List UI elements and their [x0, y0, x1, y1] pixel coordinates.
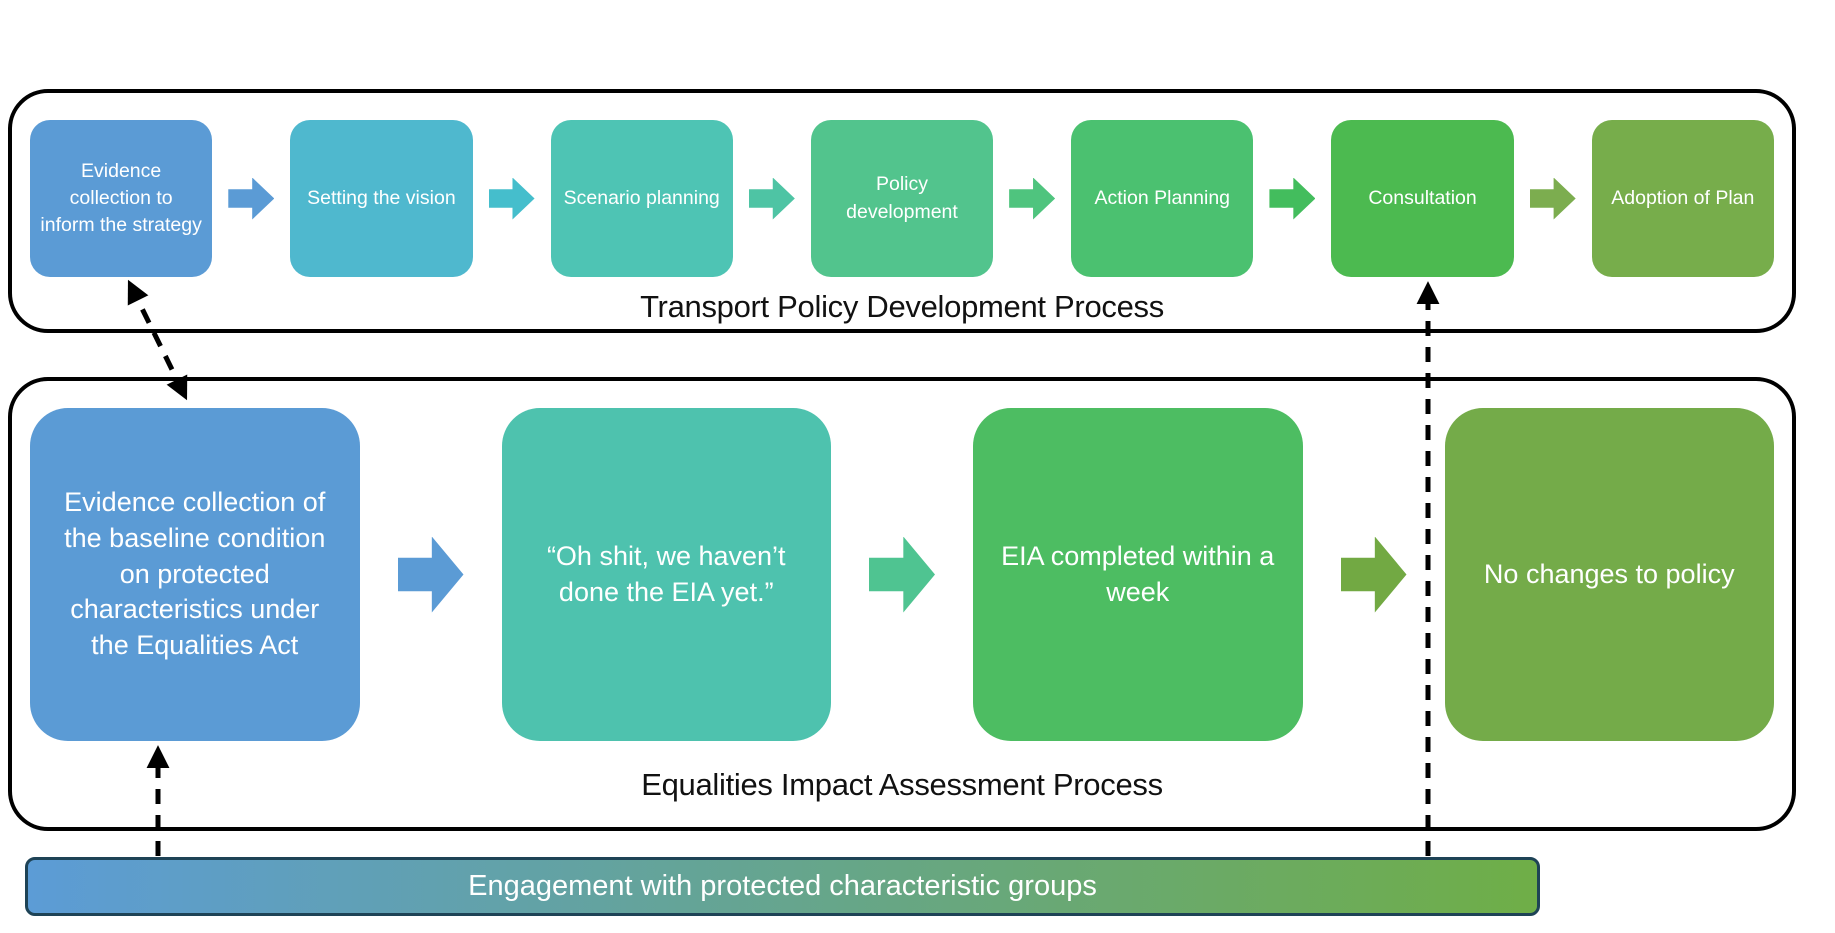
step-setting-vision: Setting the vision — [290, 120, 473, 277]
arrow-right-icon — [228, 177, 275, 220]
eia-process-title: Equalities Impact Assessment Process — [641, 767, 1163, 802]
step-scenario-planning: Scenario planning — [550, 120, 733, 277]
arrow-right-icon — [1269, 177, 1316, 220]
transport-process-steps: Evidence collection to inform the strate… — [30, 120, 1774, 277]
step-action-planning: Action Planning — [1071, 120, 1254, 277]
engagement-bar: Engagement with protected characteristic… — [25, 857, 1540, 916]
arrow-right-icon — [1340, 536, 1407, 613]
step-oh-shit-quote: “Oh shit, we haven’t done the EIA yet.” — [501, 408, 831, 741]
engagement-bar-label: Engagement with protected characteristic… — [468, 870, 1097, 902]
arrow-right-icon — [748, 177, 795, 220]
arrow-right-icon — [869, 536, 935, 613]
eia-process-container: Evidence collection of the baseline cond… — [8, 377, 1796, 831]
arrow-right-icon — [1009, 177, 1056, 220]
arrow-right-icon — [1529, 177, 1576, 220]
step-eia-completed: EIA completed within a week — [973, 408, 1303, 741]
transport-process-container: Evidence collection to inform the strate… — [8, 89, 1796, 333]
arrow-right-icon — [397, 536, 464, 613]
arrow-right-icon — [488, 177, 535, 220]
step-consultation: Consultation — [1331, 120, 1514, 277]
step-no-changes: No changes to policy — [1444, 408, 1774, 741]
step-policy-development: Policy development — [810, 120, 994, 277]
transport-process-title: Transport Policy Development Process — [640, 289, 1164, 324]
step-evidence-collection: Evidence collection to inform the strate… — [30, 120, 213, 277]
eia-process-steps: Evidence collection of the baseline cond… — [30, 408, 1774, 741]
step-adoption-of-plan: Adoption of Plan — [1591, 120, 1774, 277]
step-eia-evidence-collection: Evidence collection of the baseline cond… — [30, 408, 360, 741]
